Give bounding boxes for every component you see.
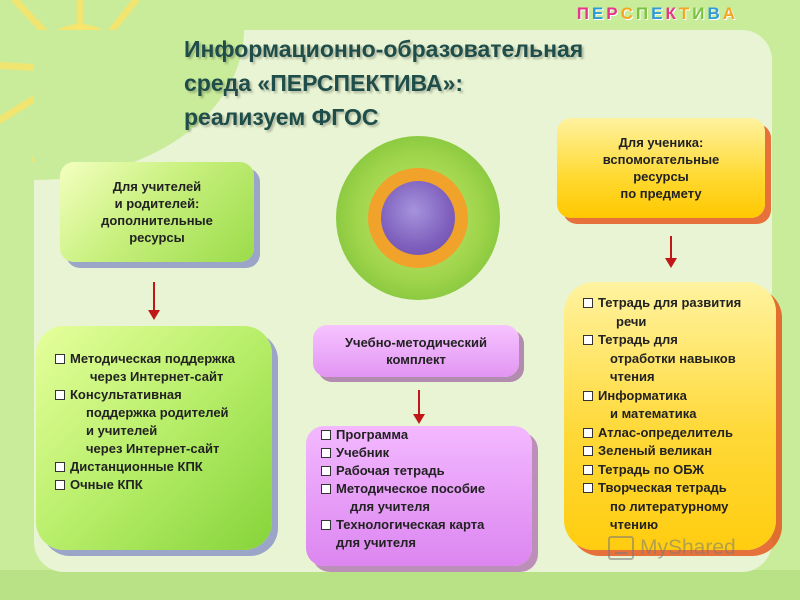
list-item: Очные КПК [54, 476, 266, 494]
target-circle-icon [336, 136, 500, 300]
brand-letter: В [707, 4, 723, 23]
list-item: Дистанционные КПК [54, 458, 266, 476]
list-item: Технологическая карта для учителя [320, 516, 526, 552]
header-line: вспомогательные [602, 152, 720, 167]
title-line: реализуем ФГОС [184, 104, 379, 130]
list-item: Методическая поддержка через Интернет-са… [54, 350, 266, 386]
list-item: Тетрадь для отработки навыков чтения [582, 331, 774, 387]
brand-letter: Р [606, 4, 621, 23]
list-item: Информатика и математика [582, 387, 774, 424]
watermark-text: MyShared [640, 536, 736, 559]
header-line: Учебно-методический [344, 335, 488, 350]
arrow-down-icon [413, 390, 425, 424]
list-item: Тетрадь по ОБЖ [582, 461, 774, 480]
list-item: Учебник [320, 444, 526, 462]
header-line: по предмету [620, 186, 702, 201]
presentation-icon [608, 536, 634, 560]
umk-list: Программа Учебник Рабочая тетрадь Методи… [306, 426, 532, 566]
brand-letter: Е [591, 4, 607, 23]
list-item: Программа [320, 426, 526, 444]
title-line: среда «ПЕРСПЕКТИВА»: [184, 70, 464, 96]
teachers-resources-list: Методическая поддержка через Интернет-са… [36, 326, 272, 550]
bottom-stripe [0, 570, 800, 600]
brand-logo: ПЕРСПЕКТИВА [577, 4, 738, 24]
list-item: Рабочая тетрадь [320, 462, 526, 480]
students-resources-header: Для ученика: вспомогательные ресурсы по … [557, 118, 765, 218]
umk-header: Учебно-методический комплект [313, 325, 519, 377]
header-line: ресурсы [129, 230, 185, 245]
header-line: и родителей: [114, 196, 200, 211]
teachers-resources-header: Для учителей и родителей: дополнительные… [60, 162, 254, 262]
watermark: MyShared [608, 536, 736, 560]
header-line: Для ученика: [618, 135, 704, 150]
target-core [381, 181, 455, 255]
header-line: дополнительные [101, 213, 213, 228]
brand-letter: Т [678, 4, 693, 23]
list-item: Зеленый великан [582, 442, 774, 461]
brand-letter: Е [651, 4, 666, 23]
header-line: комплект [386, 352, 446, 367]
arrow-down-icon [148, 282, 160, 320]
title-line: Информационно-образовательная [184, 36, 584, 62]
arrow-down-icon [665, 236, 677, 268]
brand-letter: П [635, 4, 652, 23]
brand-letter: С [620, 4, 636, 23]
header-line: ресурсы [633, 169, 689, 184]
brand-letter: И [692, 4, 708, 23]
brand-letter: К [665, 4, 679, 23]
students-resources-list: Тетрадь для развития речи Тетрадь для от… [564, 282, 776, 550]
page-title: Информационно-образовательная среда «ПЕР… [184, 32, 634, 134]
header-line: Для учителей [112, 179, 202, 194]
brand-letter: А [722, 4, 738, 23]
brand-letter: П [576, 4, 592, 23]
list-item: Творческая тетрадь по литературному чтен… [582, 479, 774, 535]
list-item: Методическое пособие для учителя [320, 480, 526, 516]
list-item: Атлас-определитель [582, 424, 774, 443]
list-item: Консультативная поддержка родителей и уч… [54, 386, 266, 458]
list-item: Тетрадь для развития речи [582, 294, 774, 331]
